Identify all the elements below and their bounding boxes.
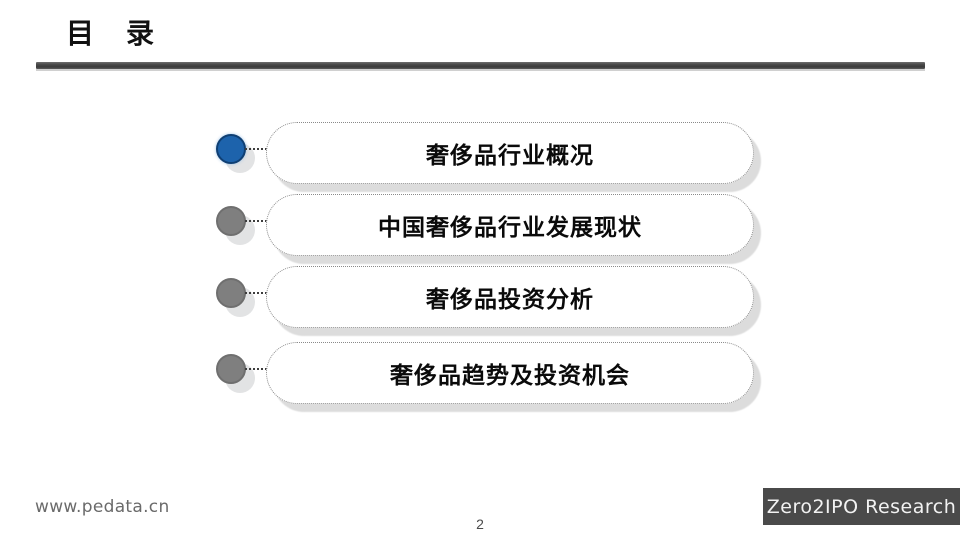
page-number: 2 <box>476 516 484 532</box>
pill-body-1[interactable]: 奢侈品行业概况 <box>266 122 754 184</box>
toc-item-label-2: 中国奢侈品行业发展现状 <box>378 215 642 241</box>
toc-bullet-3[interactable] <box>214 276 258 320</box>
brand-label: Zero2IPO Research <box>766 495 957 518</box>
toc-item-4[interactable]: 奢侈品趋势及投资机会 <box>0 332 960 412</box>
toc-pill-4[interactable]: 奢侈品趋势及投资机会 <box>266 342 761 412</box>
toc-item-label-3: 奢侈品投资分析 <box>426 287 594 313</box>
toc-pill-2[interactable]: 中国奢侈品行业发展现状 <box>266 194 761 264</box>
pill-body-2[interactable]: 中国奢侈品行业发展现状 <box>266 194 754 256</box>
toc-bullet-1[interactable] <box>214 132 258 176</box>
toc-pill-1[interactable]: 奢侈品行业概况 <box>266 122 761 192</box>
title-divider <box>36 62 925 71</box>
pill-body-3[interactable]: 奢侈品投资分析 <box>266 266 754 328</box>
toc-item-label-4: 奢侈品趋势及投资机会 <box>390 363 630 389</box>
pill-body-4[interactable]: 奢侈品趋势及投资机会 <box>266 342 754 404</box>
dotted-connector-2 <box>245 220 271 222</box>
table-of-contents: 奢侈品行业概况 中国奢侈品行业发展现状 <box>0 112 960 412</box>
toc-item-2[interactable]: 中国奢侈品行业发展现状 <box>0 184 960 264</box>
bullet-circle-icon <box>216 278 246 308</box>
dotted-connector-4 <box>245 368 271 370</box>
toc-bullet-2[interactable] <box>214 204 258 248</box>
toc-item-label-1: 奢侈品行业概况 <box>426 143 594 169</box>
toc-item-1[interactable]: 奢侈品行业概况 <box>0 112 960 192</box>
toc-item-3[interactable]: 奢侈品投资分析 <box>0 256 960 336</box>
toc-pill-3[interactable]: 奢侈品投资分析 <box>266 266 761 336</box>
page-title: 目 录 <box>66 19 157 50</box>
toc-bullet-4[interactable] <box>214 352 258 396</box>
bullet-circle-icon <box>216 206 246 236</box>
brand-logo: Zero2IPO Research <box>763 488 960 525</box>
dotted-connector-1 <box>245 148 271 150</box>
dotted-connector-3 <box>245 292 271 294</box>
bullet-circle-icon <box>216 354 246 384</box>
footer-url[interactable]: www.pedata.cn <box>35 497 170 517</box>
bullet-circle-icon <box>216 134 246 164</box>
